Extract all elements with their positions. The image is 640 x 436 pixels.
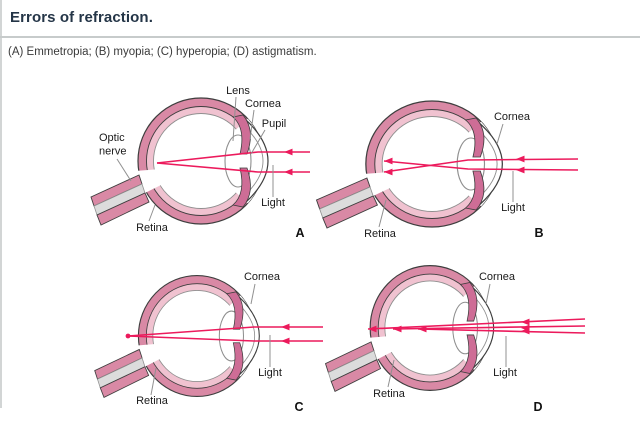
ray-arrowhead bbox=[516, 166, 525, 174]
label-cornea: Cornea bbox=[244, 271, 281, 283]
leader-line bbox=[232, 96, 237, 142]
leader-line bbox=[150, 367, 157, 396]
light-ray bbox=[383, 160, 579, 171]
light-ray bbox=[127, 326, 323, 337]
cornea-shape bbox=[245, 119, 269, 203]
optic-nerve-sheath-bottom bbox=[96, 192, 150, 226]
ray-arrowhead bbox=[393, 325, 402, 333]
cornea-shape bbox=[478, 122, 503, 206]
leader-line bbox=[148, 204, 156, 222]
label-cornea: Cornea bbox=[245, 98, 282, 110]
figure-caption: (A) Emmetropia; (B) myopia; (C) hyperopi… bbox=[8, 46, 317, 58]
cornea-inner-line bbox=[237, 303, 256, 369]
ray-arrowhead bbox=[284, 168, 293, 176]
label-light: Light bbox=[501, 202, 525, 214]
optic-nerve-sheath-bottom bbox=[322, 195, 379, 229]
ray-arrowhead bbox=[521, 327, 530, 335]
leader-line bbox=[250, 129, 266, 155]
ray-arrowhead bbox=[281, 323, 290, 331]
label-retina: Retina bbox=[136, 395, 169, 407]
label-lens: Lens bbox=[226, 85, 250, 97]
light-ray bbox=[417, 328, 586, 334]
figure-title: Errors of refraction. bbox=[10, 9, 153, 26]
iris-bottom bbox=[459, 334, 478, 374]
leader-line bbox=[378, 199, 387, 228]
label-light: Light bbox=[261, 197, 285, 209]
eyeball bbox=[315, 100, 503, 229]
leader-line bbox=[250, 283, 256, 305]
panel-letter-a: A bbox=[295, 226, 304, 240]
iris-top bbox=[459, 282, 478, 322]
light-ray bbox=[156, 151, 310, 164]
light-ray bbox=[383, 158, 579, 173]
cornea-inner-line bbox=[477, 129, 498, 199]
eyeball bbox=[90, 97, 269, 226]
ray-arrowhead bbox=[384, 157, 393, 165]
focal-point-dot bbox=[125, 333, 131, 339]
light-ray bbox=[156, 162, 310, 173]
light-ray bbox=[367, 318, 586, 330]
panel-letter-d: D bbox=[533, 400, 542, 414]
label-cornea: Cornea bbox=[479, 271, 516, 283]
iris-bottom bbox=[225, 342, 244, 381]
label-pupil: Pupil bbox=[262, 118, 286, 130]
iris-bottom bbox=[232, 167, 251, 208]
cornea-shape bbox=[238, 296, 260, 376]
ray-arrowhead bbox=[384, 168, 393, 176]
ray-arrowhead bbox=[418, 325, 427, 333]
ray-arrowhead bbox=[368, 325, 377, 333]
label-cornea: Cornea bbox=[494, 111, 531, 123]
label-light: Light bbox=[493, 367, 517, 379]
iris-top bbox=[464, 117, 485, 158]
label-light: Light bbox=[258, 367, 282, 379]
panel-letter-b: B bbox=[534, 226, 543, 240]
ray-arrowhead bbox=[284, 148, 293, 156]
panel-letter-c: C bbox=[294, 400, 303, 414]
label-retina: Retina bbox=[373, 388, 406, 400]
label-retina: Retina bbox=[364, 228, 397, 240]
leader-line bbox=[485, 283, 491, 305]
light-ray bbox=[127, 335, 323, 342]
ray-arrowhead bbox=[516, 155, 525, 163]
leader-line bbox=[496, 123, 504, 145]
leader-line bbox=[116, 158, 132, 182]
leader-line bbox=[249, 109, 255, 140]
ray-arrowhead bbox=[281, 337, 290, 345]
optic-nerve-sheath-bottom bbox=[330, 359, 382, 392]
optic-nerve-sheath-bottom bbox=[99, 366, 150, 399]
ray-arrowhead bbox=[521, 318, 530, 326]
panel-left-border bbox=[0, 0, 2, 408]
eyeball bbox=[94, 274, 260, 399]
leader-line bbox=[387, 359, 395, 388]
cornea-inner-line bbox=[244, 126, 264, 196]
label-retina: Retina bbox=[136, 222, 169, 234]
iris-bottom bbox=[464, 170, 485, 211]
header-divider bbox=[0, 36, 640, 38]
